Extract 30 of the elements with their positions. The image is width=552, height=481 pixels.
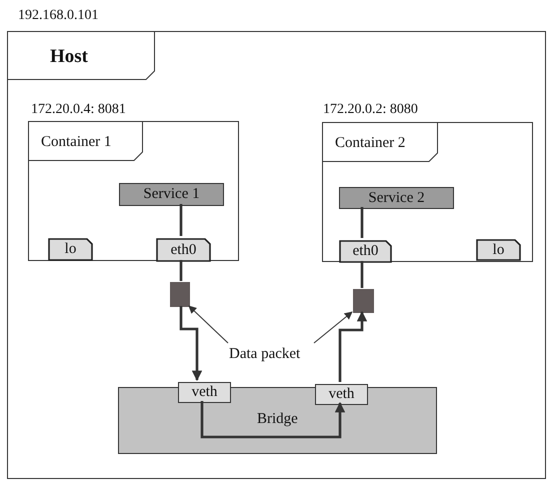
data-packet-box (353, 289, 374, 313)
service-box: Service 1 (119, 183, 224, 206)
ip-address-label: 172.20.0.2: 8080 (323, 101, 418, 119)
connector-line (360, 207, 364, 238)
interface-box: eth0 (339, 240, 392, 263)
data-packet-box (170, 282, 190, 307)
connector-line (180, 260, 182, 281)
container-frame (322, 122, 533, 262)
interface-box: eth0 (156, 238, 211, 262)
interface-box: veth (315, 384, 368, 405)
service-box: Service 2 (339, 187, 454, 209)
connector-line (200, 401, 346, 438)
interface-box: veth (178, 382, 231, 403)
connector-line (360, 261, 364, 288)
container-frame (28, 121, 239, 261)
interface-box: lo (476, 239, 521, 261)
callout-text: Data packet (229, 344, 315, 364)
interface-box: lo (48, 238, 93, 261)
container-title: Container 2 (335, 134, 406, 153)
leader-arrow (188, 305, 228, 344)
connector-line (180, 306, 202, 382)
bridge-label: Bridge (257, 410, 298, 428)
connector-line (180, 204, 182, 236)
ip-address-label: 172.20.0.4: 8081 (31, 101, 126, 119)
ip-address-label: 192.168.0.101 (18, 7, 98, 25)
host-title: Host (50, 46, 88, 66)
leader-arrow (314, 312, 353, 344)
host-frame (7, 31, 546, 479)
connector-line (338, 310, 368, 382)
container-title: Container 1 (41, 133, 112, 152)
